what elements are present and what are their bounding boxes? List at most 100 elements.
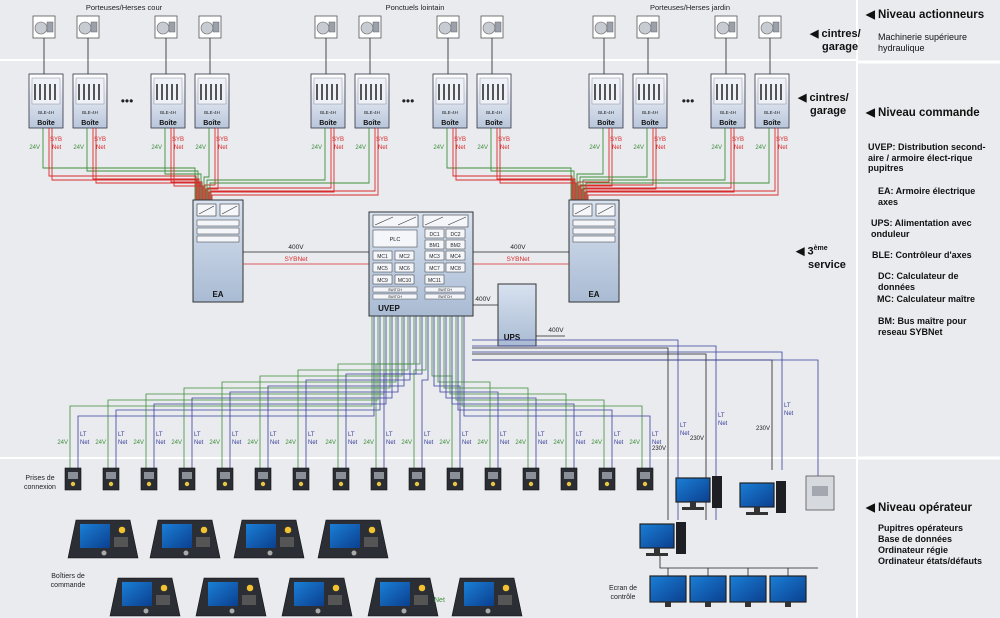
controller-box-slot — [39, 84, 41, 100]
fan-wire-blue — [439, 316, 499, 468]
net-label: Net — [80, 440, 90, 446]
v24-label: 24V — [95, 440, 106, 446]
uvep-cabinet: PLC DC1 DC2 BM1 BM2 MC1 MC2 MC3 MC4 MC5 … — [368, 211, 474, 317]
controller-box-slot — [83, 84, 85, 100]
net-label: Net — [424, 440, 434, 446]
controller-box-slot — [321, 84, 323, 100]
connection-box-led-icon — [184, 481, 190, 487]
uvep-dc2: DC2 — [450, 232, 460, 238]
console-knob-icon — [401, 608, 407, 614]
controller-box-slot — [770, 84, 772, 100]
def-uvep: UVEP: Distribution second-aire / armoire… — [868, 142, 986, 173]
motor-drum-icon — [482, 21, 496, 35]
operator-console — [451, 577, 523, 617]
console-screen — [330, 524, 360, 548]
console-screen — [122, 582, 152, 606]
service-label: service — [808, 258, 846, 271]
status-pc — [805, 475, 835, 511]
boite-label: Boîte — [81, 120, 99, 127]
connection-box — [560, 467, 578, 491]
ble-label: BLE-4H — [364, 110, 380, 115]
bus-wire — [455, 128, 574, 200]
controller-box-slot — [210, 84, 212, 100]
label-porteuses-jardin: Porteuses/Herses jardin — [650, 3, 730, 12]
connection-box-led-icon — [222, 481, 228, 487]
boite-label: Boîte — [319, 120, 337, 127]
motor-drum-icon — [716, 21, 730, 35]
connection-box-plate — [68, 472, 78, 479]
net-label: Net — [156, 440, 166, 446]
controller-box-slot — [161, 84, 163, 100]
operator-console — [281, 577, 353, 617]
net-label: Net — [538, 440, 548, 446]
bus-wire — [48, 128, 197, 200]
motor-body-icon — [450, 21, 458, 33]
controller-box-slot — [760, 84, 762, 100]
uvep-switch-3: SWITCH — [388, 295, 402, 299]
motor-body-icon — [212, 21, 220, 33]
control-screen-panel — [649, 575, 687, 603]
connection-box-plate — [258, 472, 268, 479]
console-knob-icon — [143, 608, 149, 614]
controller-box-slot — [176, 84, 178, 100]
lt-label: LT — [270, 432, 277, 438]
net-label: Net — [52, 145, 62, 151]
bus-wire — [203, 128, 210, 200]
bus-wire — [581, 128, 657, 200]
connection-box-plate — [106, 472, 116, 479]
level-label-cintres-top: ◀ cintres/garage — [810, 28, 861, 53]
controller-box-slot — [721, 84, 723, 100]
controller-box-slot — [326, 84, 328, 100]
controller-box-slot — [599, 84, 601, 100]
emergency-button-icon — [246, 584, 254, 592]
syb-label: SYB — [610, 137, 622, 143]
label-boitiers-2: commande — [51, 582, 86, 589]
connection-box-led-icon — [298, 481, 304, 487]
controller-box-slot — [458, 84, 460, 100]
control-screen-panel — [729, 575, 767, 603]
uvep-mc9: MC9 — [377, 278, 388, 284]
bus-wire — [206, 128, 326, 200]
bus-wire — [173, 128, 204, 200]
console-knob-icon — [315, 608, 321, 614]
uvep-mc8: MC8 — [450, 266, 461, 272]
op-item-1: Pupitres opérateurs — [878, 523, 964, 533]
connection-box-plate — [412, 472, 422, 479]
bus-wire — [490, 128, 575, 200]
console-keypad — [280, 537, 294, 547]
net-label: Net — [232, 440, 242, 446]
connection-box — [254, 467, 272, 491]
bus-wire — [586, 128, 776, 200]
controller-box-slot — [487, 84, 489, 100]
v24-label: 24V — [151, 145, 162, 151]
ble-label: BLE-4H — [486, 110, 502, 115]
v24-label: 24V — [591, 440, 602, 446]
motor-body-icon — [494, 21, 502, 33]
fan-wire-green — [443, 316, 529, 468]
lt-label: LT — [194, 432, 201, 438]
label-sybnet-right: SYBNet — [506, 256, 529, 263]
computer-link-230v — [472, 353, 707, 520]
controller-box-slot — [78, 84, 80, 100]
computer-link-blue — [472, 351, 783, 470]
fan-wire-blue — [305, 316, 411, 468]
console-knob-icon — [267, 550, 273, 556]
label-400v-ups-in: 400V — [475, 296, 491, 303]
fan-wire-blue — [421, 316, 429, 468]
net-label: Net — [118, 440, 128, 446]
controller-box-slot — [44, 84, 46, 100]
control-screen — [689, 575, 727, 607]
syb-bus-wires — [42, 128, 779, 200]
ble-label: BLE-4H — [204, 110, 220, 115]
motor-drum-icon — [316, 21, 330, 35]
syb-label: SYB — [50, 137, 62, 143]
connection-box-plate — [526, 472, 536, 479]
ble-label: BLE-4H — [642, 110, 658, 115]
lt-label: LT — [718, 413, 725, 419]
label-400v-left: 400V — [288, 244, 304, 251]
pc-database — [675, 476, 722, 510]
bus-wire — [170, 128, 203, 200]
def-dc: DC: Calculateur de données — [878, 271, 959, 292]
motor-body-icon — [372, 21, 380, 33]
